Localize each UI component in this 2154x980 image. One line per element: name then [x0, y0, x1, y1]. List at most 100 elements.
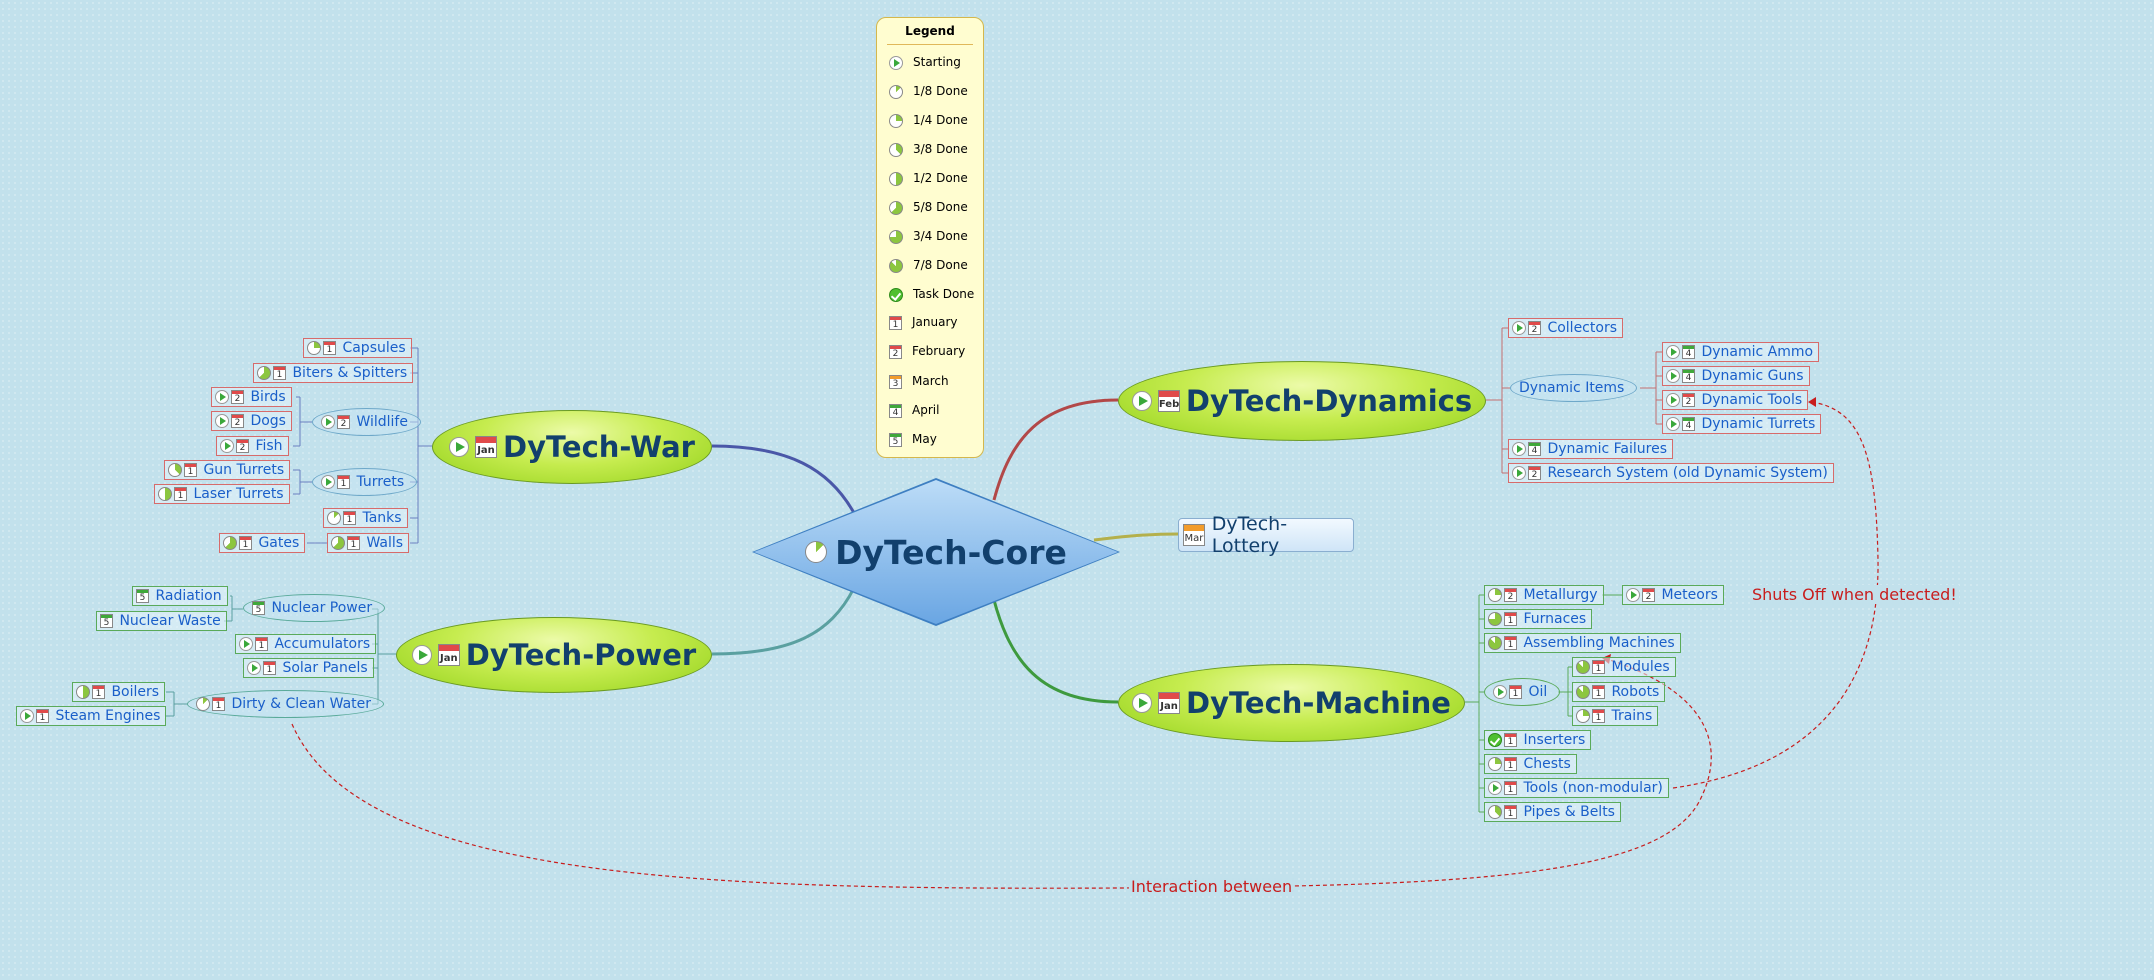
- topic-dytech-power[interactable]: Jan DyTech-Power: [396, 617, 712, 693]
- topic-dytech-dynamics[interactable]: Feb DyTech-Dynamics: [1118, 361, 1486, 441]
- node-boilers[interactable]: 1 Boilers: [72, 682, 166, 702]
- node-accumulators[interactable]: 1 Accumulators: [235, 634, 377, 654]
- node-dynamic-guns[interactable]: 4 Dynamic Guns: [1662, 366, 1810, 386]
- topic-dytech-lottery[interactable]: Mar DyTech-Lottery: [1178, 513, 1354, 557]
- calendar-icon: 4: [1682, 345, 1695, 359]
- node-dynamic-turrets[interactable]: 4 Dynamic Turrets: [1662, 414, 1822, 434]
- node-tools-non-modular[interactable]: 1 Tools (non-modular): [1484, 778, 1669, 798]
- node-dynamic-tools[interactable]: 2 Dynamic Tools: [1662, 390, 1809, 410]
- calendar-icon: 4: [1682, 369, 1695, 383]
- relationship-label-interaction[interactable]: Interaction between: [1129, 877, 1295, 896]
- node-label: Inserters: [1523, 732, 1586, 748]
- node-furnaces[interactable]: 1 Furnaces: [1484, 609, 1593, 629]
- starting-icon: [220, 439, 234, 453]
- node-oil[interactable]: 1 Oil: [1484, 678, 1561, 706]
- node-inserters[interactable]: 1 Inserters: [1484, 730, 1592, 750]
- node-collectors[interactable]: 2 Collectors: [1508, 318, 1623, 338]
- legend-label: 7/8 Done: [913, 258, 968, 272]
- node-solar-panels[interactable]: 1 Solar Panels: [243, 658, 374, 678]
- calendar-icon: 2: [1528, 466, 1541, 480]
- node-label: Collectors: [1547, 320, 1617, 336]
- node-trains[interactable]: 1 Trains: [1572, 706, 1659, 726]
- node-birds[interactable]: 2 Birds: [211, 387, 292, 407]
- february-icon: 2: [889, 344, 902, 359]
- relationship-label-shutoff[interactable]: Shuts Off when detected!: [1750, 585, 1959, 604]
- calendar-icon: 1: [337, 475, 350, 489]
- topic-dytech-machine[interactable]: Jan DyTech-Machine: [1118, 664, 1465, 742]
- calendar-icon: Jan: [437, 644, 460, 666]
- half-done-icon: [76, 685, 90, 699]
- node-label: Nuclear Waste: [119, 613, 221, 629]
- legend-label: 5/8 Done: [913, 200, 968, 214]
- node-turrets[interactable]: 1 Turrets: [312, 468, 418, 496]
- seven-eighths-done-icon: [889, 258, 903, 273]
- node-dogs[interactable]: 2 Dogs: [211, 411, 292, 431]
- shutoff-arrowhead: [1808, 397, 1816, 407]
- branch-war: [711, 444, 856, 514]
- node-label: Accumulators: [274, 636, 371, 652]
- node-nuclear-waste[interactable]: 5 Nuclear Waste: [96, 611, 227, 631]
- five-eighths-done-icon: [257, 366, 271, 380]
- calendar-icon: Feb: [1157, 390, 1180, 412]
- five-eighths-done-icon: [223, 536, 237, 550]
- legend-row-7-8: 7/8 Done: [889, 257, 968, 275]
- three-eighths-done-icon: [889, 142, 903, 157]
- node-metallurgy[interactable]: 2 Metallurgy: [1484, 585, 1604, 605]
- node-label: Tanks: [362, 510, 402, 526]
- node-steam-engines[interactable]: 1 Steam Engines: [16, 706, 167, 726]
- node-gun-turrets[interactable]: 1 Gun Turrets: [164, 460, 291, 480]
- calendar-icon: 1: [1504, 781, 1517, 795]
- node-label: Dynamic Failures: [1547, 441, 1667, 457]
- node-laser-turrets[interactable]: 1 Laser Turrets: [154, 484, 290, 504]
- node-nuclear-power[interactable]: 5 Nuclear Power: [243, 594, 386, 622]
- node-robots[interactable]: 1 Robots: [1572, 682, 1666, 702]
- node-label: Capsules: [342, 340, 406, 356]
- calendar-icon: 2: [1504, 588, 1517, 602]
- one-eighth-done-icon: [889, 84, 903, 99]
- node-chests[interactable]: 1 Chests: [1484, 754, 1577, 774]
- node-label: Steam Engines: [55, 708, 161, 724]
- node-fish[interactable]: 2 Fish: [216, 436, 289, 456]
- calendar-icon: 1: [212, 697, 225, 711]
- node-gates[interactable]: 1 Gates: [219, 533, 306, 553]
- calendar-icon: 1: [92, 685, 105, 699]
- node-label: Dynamic Turrets: [1701, 416, 1816, 432]
- node-pipes-belts[interactable]: 1 Pipes & Belts: [1484, 802, 1621, 822]
- node-label: Oil: [1528, 684, 1548, 700]
- calendar-icon: 1: [1592, 660, 1605, 674]
- legend-row-1-8: 1/8 Done: [889, 83, 968, 101]
- node-radiation[interactable]: 5 Radiation: [132, 586, 228, 606]
- one-quarter-done-icon: [889, 113, 903, 128]
- node-tanks[interactable]: 1 Tanks: [323, 508, 408, 528]
- topic-label: DyTech-Lottery: [1211, 513, 1288, 557]
- node-dynamic-failures[interactable]: 4 Dynamic Failures: [1508, 439, 1673, 459]
- node-meteors[interactable]: 2 Meteors: [1622, 585, 1724, 605]
- starting-icon: [215, 390, 229, 404]
- node-label: Furnaces: [1523, 611, 1587, 627]
- starting-icon: [239, 637, 253, 651]
- node-dynamic-items[interactable]: Dynamic Items: [1510, 374, 1638, 402]
- topic-label: DyTech-War: [503, 430, 695, 464]
- topic-dytech-war[interactable]: Jan DyTech-War: [432, 410, 712, 484]
- node-label: Chests: [1523, 756, 1571, 772]
- node-wildlife[interactable]: 2 Wildlife: [312, 408, 421, 436]
- node-label: Dynamic Items: [1519, 380, 1625, 396]
- legend-label: Starting: [913, 55, 961, 69]
- calendar-icon: 1: [239, 536, 252, 550]
- calendar-icon: Jan: [1158, 692, 1181, 714]
- node-walls[interactable]: 1 Walls: [327, 533, 410, 553]
- node-assembling-machines[interactable]: 1 Assembling Machines: [1484, 633, 1681, 653]
- node-modules[interactable]: 1 Modules: [1572, 657, 1676, 677]
- node-capsules[interactable]: 1 Capsules: [303, 338, 412, 358]
- node-dynamic-ammo[interactable]: 4 Dynamic Ammo: [1662, 342, 1820, 362]
- one-eighth-done-icon: [327, 511, 341, 525]
- central-topic[interactable]: DyTech-Core: [752, 478, 1120, 626]
- legend-label: 1/8 Done: [913, 84, 968, 98]
- node-biters-spitters[interactable]: 1 Biters & Spitters: [253, 363, 414, 383]
- node-research-system[interactable]: 2 Research System (old Dynamic System): [1508, 463, 1834, 483]
- legend-label: 3/4 Done: [913, 229, 968, 243]
- calendar-icon: 5: [252, 601, 265, 615]
- node-dirty-clean-water[interactable]: 1 Dirty & Clean Water: [187, 690, 385, 718]
- legend-row-done: Task Done: [889, 286, 974, 304]
